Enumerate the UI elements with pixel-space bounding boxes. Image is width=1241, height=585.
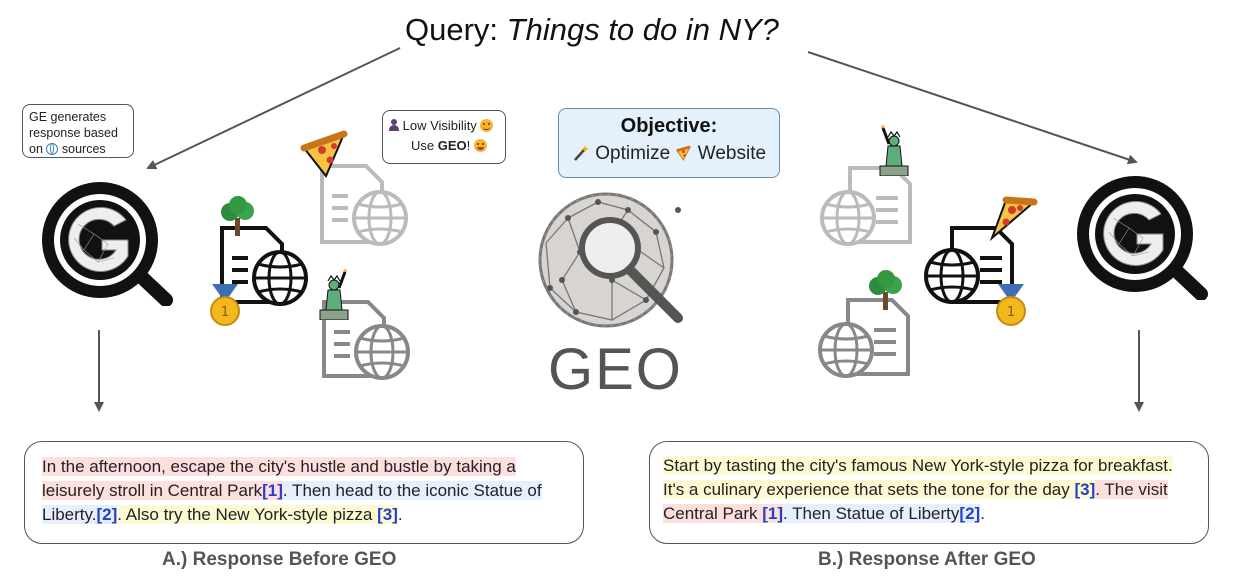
- gold-medal-icon: 1: [996, 284, 1026, 326]
- low-visibility-bubble: Low Visibility Use GEO!: [382, 110, 506, 164]
- citation-2: [2]: [96, 505, 118, 524]
- statue-of-liberty-icon: [319, 269, 349, 320]
- document-globe-icon: [220, 226, 308, 306]
- citation-3: [3]: [377, 505, 398, 524]
- gold-medal-icon: 1: [210, 284, 240, 326]
- caption-after: B.) Response After GEO: [818, 549, 1036, 570]
- objective-title: Objective:: [620, 115, 718, 137]
- query-text: Things to do in NY?: [506, 12, 779, 47]
- grin-face-icon: [473, 139, 487, 152]
- response-before-sentence3: . Also try the New York-style pizza: [117, 505, 378, 524]
- tree-icon: [869, 270, 902, 310]
- geo-logo-icon: [538, 192, 683, 328]
- citation-1: [1]: [262, 481, 283, 500]
- statue-of-liberty-icon: [879, 125, 909, 176]
- citation-1: [1]: [762, 504, 783, 523]
- sad-face-icon: [480, 119, 494, 132]
- ge-logo-icon: [42, 182, 173, 306]
- ge-bubble-line2: response based: [29, 126, 118, 140]
- response-after-sentence3: . Then Statue of Liberty: [782, 504, 960, 523]
- objective-line: Optimize Website: [559, 143, 779, 165]
- low-bubble-line2: Use GEO!: [389, 136, 499, 156]
- document-globe-icon: [924, 226, 1014, 304]
- document-globe-icon: [322, 300, 410, 380]
- tree-icon: [221, 196, 254, 236]
- geo-label: GEO: [548, 337, 683, 402]
- medal-rank: 1: [221, 305, 229, 320]
- ge-bubble-line3: on sources: [29, 142, 106, 156]
- document-globe-icon: [818, 298, 910, 378]
- user-icon: [389, 119, 399, 131]
- citation-3: [3]: [1074, 480, 1096, 499]
- globe-icon: [46, 143, 59, 155]
- citation-2: [2]: [959, 504, 981, 523]
- document-globe-icon: [820, 166, 912, 246]
- caption-before: A.) Response Before GEO: [162, 549, 397, 570]
- ge-bubble-line1: GE generates: [29, 110, 107, 124]
- pizza-icon: [989, 196, 1038, 242]
- query-to-ge-after-arrow: [807, 51, 1138, 165]
- query-to-ge-arrow: [146, 47, 401, 170]
- low-bubble-line1: Low Visibility: [389, 116, 499, 136]
- pizza-icon: [300, 130, 348, 178]
- response-before-box: In the afternoon, escape the city's hust…: [24, 441, 584, 544]
- pizza-icon: [676, 145, 692, 162]
- document-globe-icon: [320, 164, 408, 246]
- ge-speech-bubble: GE generates response based on sources: [22, 104, 134, 158]
- ge-logo-icon: [1077, 176, 1208, 300]
- medal-rank: 1: [1007, 305, 1015, 320]
- magic-wand-icon: [574, 145, 589, 161]
- query-prefix: Query:: [405, 12, 507, 47]
- objective-bubble: Objective: Optimize Website: [558, 108, 780, 178]
- response-after-box: Start by tasting the city's famous New Y…: [649, 441, 1209, 544]
- query-title: Query: Things to do in NY?: [405, 12, 779, 48]
